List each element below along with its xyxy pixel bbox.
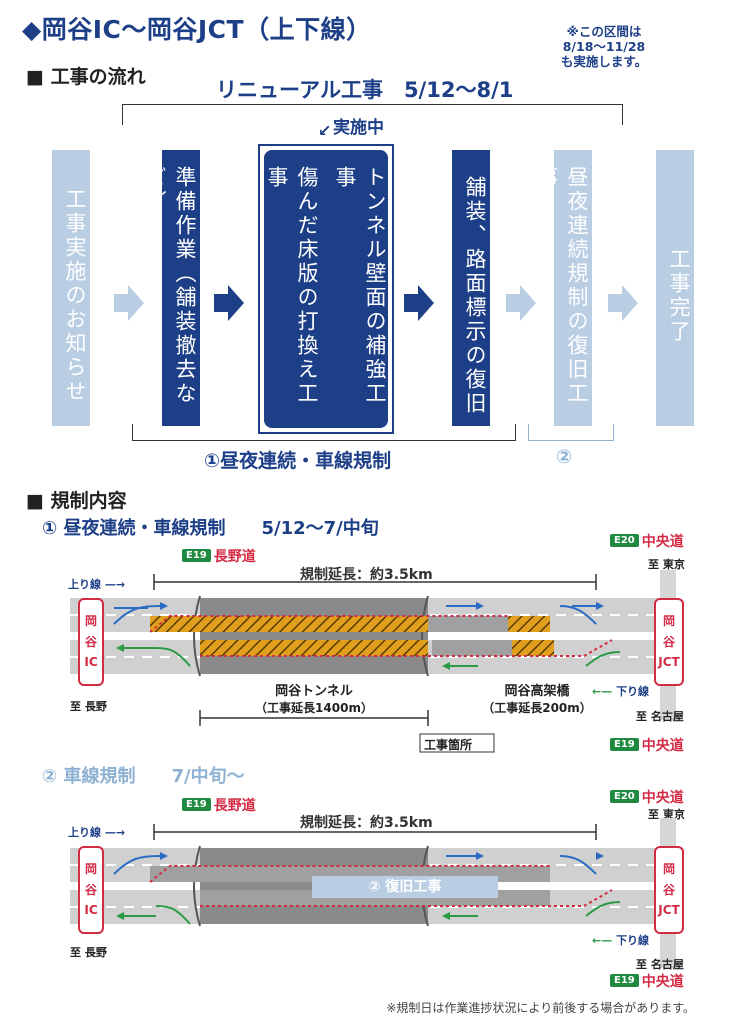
step-current-line2: 傷んだ床版の打換え工事 (265, 166, 319, 406)
e19-badge-4: E19 (610, 974, 639, 987)
step-notice: 工事実施のお知らせ (52, 150, 90, 426)
to-nagoya-label: 至 名古屋 (636, 710, 684, 723)
arrow-icon-2 (214, 285, 244, 321)
left-arrow-icon: ←— (592, 685, 613, 698)
down-line-label-2: ←— 下り線 (592, 934, 650, 947)
bracket-1-label: ①昼夜連続・車線規制 (204, 450, 392, 472)
okaya-jct-sign: 岡 谷 JCT (654, 598, 684, 686)
page-title: ◆岡谷IC〜岡谷JCT（上下線） (22, 15, 372, 44)
period-note: ※この区間は 8/18〜11/28 も実施します。 (560, 24, 648, 69)
to-nagano-label: 至 長野 (70, 700, 107, 713)
step-complete: 工事完了 (656, 150, 694, 426)
left-arrow-icon-2: ←— (592, 934, 613, 947)
e20-badge: E20 (610, 534, 639, 547)
e19-badge: E19 (182, 549, 211, 562)
right-arrow-icon-2: —→ (104, 826, 126, 839)
in-progress-arrow-icon: ↙ (318, 121, 332, 140)
renewal-label: リニューアル工事 5/12〜8/1 (216, 78, 514, 102)
right-arrow-icon: —→ (104, 578, 126, 591)
regulation-length: 規制延長：約3.5km (300, 567, 433, 583)
bracket-1 (132, 424, 516, 441)
okaya-ic-sign: 岡 谷 IC (78, 598, 104, 686)
work-zone-legend: 工事箇所 (424, 738, 473, 752)
okaya-ic-sign-2: 岡 谷 IC (78, 846, 104, 934)
regulation-length-2: 規制延長：約3.5km (300, 815, 433, 831)
road-diagram-1 (70, 570, 676, 753)
to-tokyo-label-2: 至 東京 (648, 808, 685, 821)
e19-badge-2: E19 (610, 738, 639, 751)
step-current: トンネル壁面の補強工事 傷んだ床版の打換え工事 (264, 150, 388, 428)
step-preparation: 準備作業（舗装撤去など） (143, 150, 200, 426)
flow-arrows (114, 285, 638, 321)
bracket-2 (528, 424, 614, 441)
arrow-icon-4 (506, 285, 536, 321)
okaya-jct-sign-2: 岡 谷 JCT (654, 846, 684, 934)
renewal-bracket (122, 104, 623, 125)
arrow-icon-3 (404, 285, 434, 321)
bracket-2-label: ② (556, 446, 573, 468)
step-restore-regulation: 昼夜連続規制の復旧工事 (535, 150, 592, 426)
flow-heading: ■ 工事の流れ (26, 66, 146, 88)
to-nagoya-label-2: 至 名古屋 (636, 958, 684, 971)
in-progress-label: 実施中 (333, 118, 384, 138)
e19-badge-3: E19 (182, 798, 211, 811)
section2-title: ② 車線規制 7/中旬〜 (42, 766, 245, 787)
section1-title: ① 昼夜連続・車線規制 5/12〜7/中旬 (42, 518, 379, 539)
step-restore-pavement: 舗装、路面標示の復旧 (452, 150, 490, 426)
arrow-icon-1 (114, 285, 144, 321)
to-tokyo-label: 至 東京 (648, 558, 685, 571)
viaduct-label: 岡谷高架橋 （工事延長200m） (482, 684, 592, 715)
tunnel-label: 岡谷トンネル （工事延長1400m） (255, 684, 373, 715)
to-nagano-label-2: 至 長野 (70, 946, 107, 959)
restore-work-label: ② 復旧工事 (312, 876, 498, 898)
footer-note: ※規制日は作業進捗状況により前後する場合があります。 (386, 1001, 695, 1015)
step-current-line1: トンネル壁面の補強工事 (333, 166, 387, 406)
down-line-label: ←— 下り線 (592, 685, 650, 698)
regulation-heading: ■ 規制内容 (26, 490, 127, 512)
up-line-label-2: 上り線 —→ (68, 826, 126, 839)
e20-badge-2: E20 (610, 790, 639, 803)
arrow-icon-5 (608, 285, 638, 321)
up-line-label: 上り線 —→ (68, 578, 126, 591)
step-current-frame: トンネル壁面の補強工事 傷んだ床版の打換え工事 (258, 144, 394, 434)
